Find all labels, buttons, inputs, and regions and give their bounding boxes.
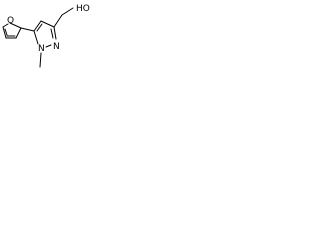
hydroxyl-label: HO bbox=[76, 4, 90, 14]
pyrazole-bond-n2-n1 bbox=[45, 44, 52, 48]
furan-oxygen-label: O bbox=[7, 16, 14, 26]
ch2-bond bbox=[53, 14, 63, 28]
bond-furan-pyrazole bbox=[20, 27, 35, 32]
pyrazole-bond-c3-n2-double bbox=[50, 28, 54, 39]
furan-bond-c4-c5 bbox=[2, 26, 7, 39]
furan-bond-o-c2 bbox=[9, 22, 22, 29]
bond-set bbox=[2, 7, 74, 68]
pyrazole-n1-label: N bbox=[38, 44, 45, 54]
methyl-bond bbox=[39, 52, 42, 68]
chemical-structure-diagram: HO O N N bbox=[2, 4, 90, 68]
pyrazole-bond-n1-c5 bbox=[33, 30, 39, 45]
pyrazole-bond-c3-n2 bbox=[53, 26, 57, 40]
furan-bond-c5-c4-double bbox=[4, 28, 8, 36]
oh-bond bbox=[61, 7, 74, 16]
pyrazole-bond-c4-c3 bbox=[40, 20, 55, 28]
pyrazole-n2-label: N bbox=[53, 42, 60, 52]
atom-labels: HO O N N bbox=[7, 4, 90, 54]
furan-bond-c5-o bbox=[2, 23, 9, 28]
pyrazole-bond-c5-c4-double bbox=[36, 23, 43, 32]
furan-bond-c2-c3 bbox=[15, 27, 22, 39]
pyrazole-bond-c5-c4 bbox=[33, 20, 42, 32]
